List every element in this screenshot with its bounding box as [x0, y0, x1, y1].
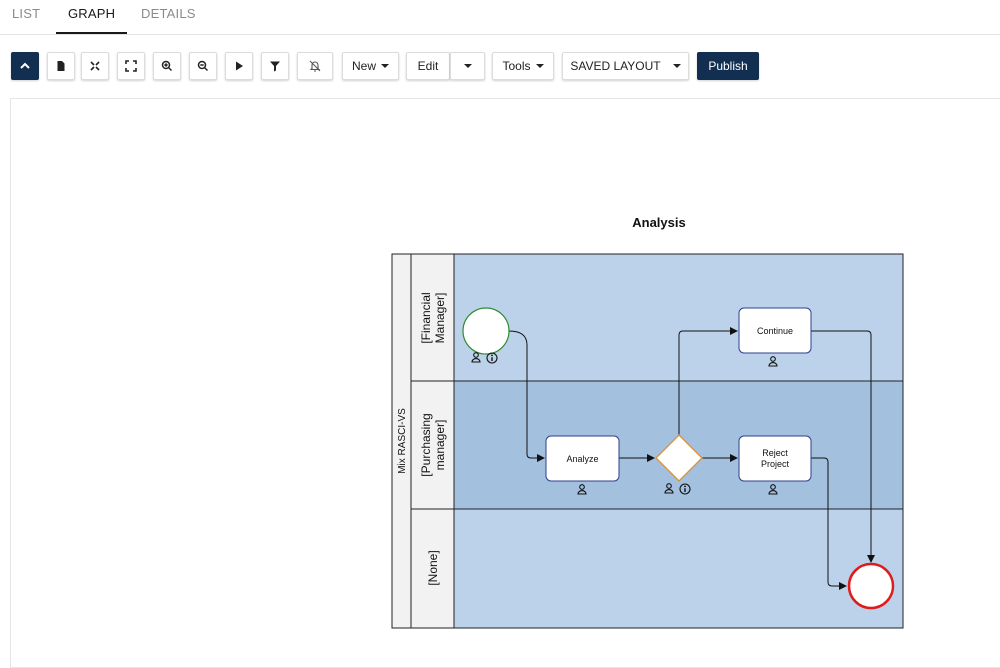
collapse-arrows-icon: [90, 61, 100, 71]
tools-label: Tools: [502, 59, 531, 73]
flow-gateway-to-continue[interactable]: [678, 327, 738, 435]
gateway-info-icon: [679, 483, 691, 495]
tab-details[interactable]: DETAILS: [141, 6, 196, 21]
filter-button[interactable]: [261, 52, 289, 80]
lane-label-purchasing: [Purchasing manager]: [419, 413, 447, 476]
fit-button[interactable]: [81, 52, 109, 80]
fullscreen-button[interactable]: [117, 52, 145, 80]
task-reject-user-icon: [768, 484, 778, 495]
end-event[interactable]: [847, 562, 895, 610]
saved-layout-dropdown[interactable]: SAVED LAYOUT: [562, 52, 689, 80]
svg-text:[Purchasing: [Purchasing: [419, 413, 433, 476]
caret-down-icon: [672, 64, 681, 68]
task-continue-user-icon: [768, 356, 778, 367]
pool-label: Mix RASCI-VS: [397, 408, 408, 474]
task-reject-project[interactable]: [738, 435, 812, 482]
lane-label-financial: [Financial Manager]: [419, 292, 447, 343]
tools-dropdown-button[interactable]: Tools: [492, 52, 554, 80]
lane-label-none: [None]: [426, 550, 440, 585]
publish-label: Publish: [708, 59, 748, 73]
collapse-toolbar-button[interactable]: [11, 52, 39, 80]
edit-dropdown-toggle[interactable]: [450, 52, 485, 80]
start-event-user-icon: [471, 352, 481, 363]
gateway-user-icon: [664, 483, 674, 494]
new-file-button[interactable]: [47, 52, 75, 80]
diagram-title: Analysis: [632, 215, 685, 230]
start-event-info-icon: [486, 352, 498, 364]
exclusive-gateway[interactable]: [655, 434, 703, 482]
graph-toolbar: New Edit Tools SAVED LAYOUT Publish: [0, 52, 1000, 82]
task-analyze[interactable]: [545, 435, 620, 482]
zoom-out-button[interactable]: [189, 52, 217, 80]
new-dropdown-button[interactable]: New: [342, 52, 399, 80]
flow-start-to-analyze[interactable]: [508, 330, 545, 462]
svg-text:[Financial: [Financial: [419, 292, 433, 343]
play-icon: [236, 61, 243, 71]
flow-reject-to-end[interactable]: [811, 457, 847, 590]
task-reject-label-line1: Reject: [762, 448, 788, 458]
task-continue-label: Continue: [757, 326, 793, 336]
chevron-up-icon: [20, 62, 30, 69]
tab-graph[interactable]: GRAPH: [56, 0, 128, 34]
caret-down-icon: [463, 64, 472, 68]
start-event[interactable]: [462, 307, 510, 355]
task-continue[interactable]: [738, 307, 812, 354]
fullscreen-icon: [125, 60, 137, 72]
task-analyze-label: Analyze: [566, 454, 598, 464]
caret-down-icon: [381, 64, 389, 68]
task-analyze-user-icon: [577, 484, 587, 495]
svg-text:Manager]: Manager]: [433, 293, 447, 344]
filter-icon: [270, 61, 280, 72]
svg-text:manager]: manager]: [433, 420, 447, 471]
zoom-in-button[interactable]: [153, 52, 181, 80]
saved-layout-label: SAVED LAYOUT: [570, 59, 661, 73]
edit-label: Edit: [417, 59, 439, 73]
lane-header-purchasing: [410, 380, 455, 510]
lane-header-none: [410, 508, 455, 629]
task-reject-label-line2: Project: [761, 459, 790, 469]
play-button[interactable]: [225, 52, 253, 80]
view-tabs: LIST GRAPH DETAILS: [0, 0, 1000, 35]
lane-none[interactable]: [453, 508, 904, 629]
edit-button[interactable]: Edit: [406, 52, 450, 80]
flow-continue-to-end[interactable]: [811, 330, 875, 563]
file-icon: [57, 61, 65, 71]
publish-button[interactable]: Publish: [697, 52, 759, 80]
zoom-out-icon: [197, 60, 208, 71]
notifications-off-icon: [309, 60, 321, 72]
zoom-in-icon: [161, 60, 172, 71]
notifications-off-button[interactable]: [297, 52, 333, 80]
caret-down-icon: [535, 64, 544, 68]
new-label: New: [351, 59, 376, 73]
tab-list[interactable]: LIST: [12, 6, 41, 21]
